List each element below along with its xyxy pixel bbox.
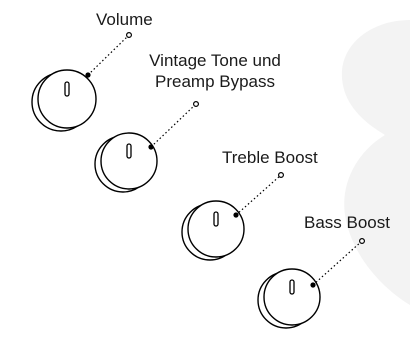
- callout-end-treble-boost: [278, 172, 285, 179]
- label-treble-boost: Treble Boost: [222, 148, 318, 167]
- callout-line-vintage-tone: [150, 103, 197, 148]
- label-bass-boost: Bass Boost: [304, 213, 390, 232]
- knob-face-vintage-tone: [100, 132, 158, 190]
- knob-face-bass-boost: [263, 268, 321, 326]
- callout-end-vintage-tone: [193, 100, 200, 107]
- callout-end-bass-boost: [359, 238, 366, 245]
- callout-end-volume: [125, 31, 132, 38]
- label-volume: Volume: [96, 10, 153, 29]
- callout-anchor-volume: [85, 72, 91, 78]
- knob-face-volume: [37, 69, 97, 129]
- callout-anchor-treble-boost: [233, 212, 239, 218]
- knob-pointer-treble-boost: [213, 211, 219, 227]
- knob-layer: [31, 31, 366, 329]
- knob-bass-boost: [257, 238, 366, 329]
- knob-pointer-bass-boost: [289, 279, 295, 295]
- knob-vintage-tone: [94, 100, 200, 193]
- callout-line-volume: [87, 34, 130, 76]
- knob-volume: [31, 31, 132, 132]
- callout-anchor-vintage-tone: [148, 144, 154, 150]
- callout-line-treble-boost: [235, 174, 282, 216]
- watermark-shape: [341, 20, 410, 305]
- knob-pointer-vintage-tone: [126, 143, 132, 159]
- knob-treble-boost: [181, 172, 285, 261]
- callout-anchor-bass-boost: [310, 282, 316, 288]
- callout-line-bass-boost: [312, 240, 363, 286]
- knob-pointer-volume: [64, 81, 70, 97]
- knob-face-treble-boost: [187, 200, 245, 258]
- label-vintage-tone: Vintage Tone und Preamp Bypass: [149, 51, 281, 91]
